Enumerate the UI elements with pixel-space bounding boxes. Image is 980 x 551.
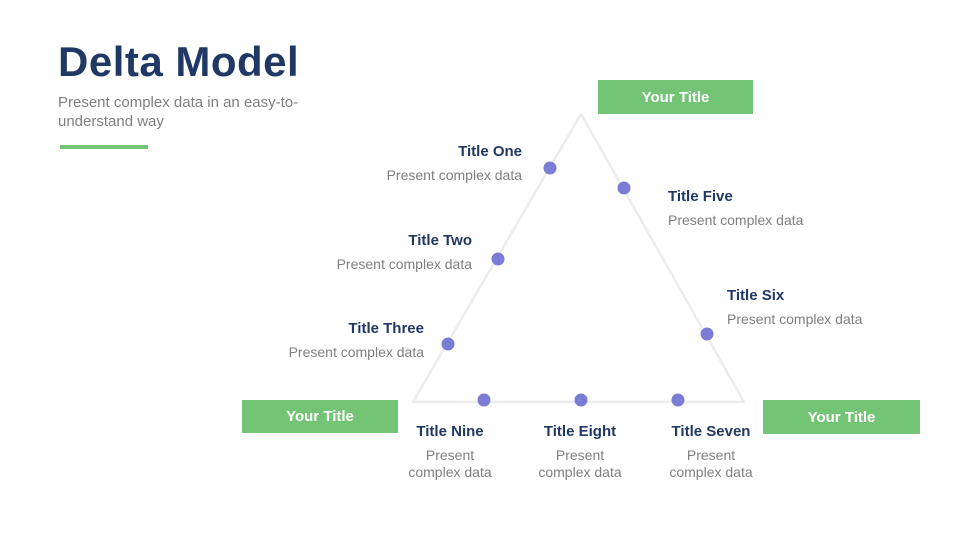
item-title-six-label: Title Six: [727, 287, 785, 304]
your-title-box-bottom-left[interactable]: Your Title: [242, 400, 398, 433]
item-title-six-desc: Present complex data: [727, 311, 863, 327]
page-title: Delta Model: [58, 38, 300, 85]
item-title-seven: Title Seven Present complex data: [649, 423, 773, 480]
dot-title-two: [491, 252, 505, 266]
your-title-box-top-label: Your Title: [641, 88, 710, 106]
dot-title-six: [700, 327, 714, 341]
header: Delta Model Present complex data in an e…: [58, 38, 358, 149]
item-title-eight-label: Title Eight: [543, 423, 617, 440]
item-title-two-desc: Present complex data: [336, 256, 472, 272]
page-subtitle: Present complex data in an easy-to-under…: [58, 94, 299, 131]
dot-title-five: [617, 181, 631, 195]
your-title-box-top[interactable]: Your Title: [598, 80, 753, 114]
dot-title-three: [441, 337, 455, 351]
item-title-nine: Title Nine Present complex data: [388, 423, 512, 480]
item-title-one: Title One Present complex data: [387, 143, 522, 184]
dot-title-nine: [477, 393, 491, 407]
item-title-one-label: Title One: [458, 143, 522, 160]
your-title-box-bottom-left-label: Your Title: [286, 408, 354, 425]
item-title-eight-desc: Present complex data: [538, 447, 622, 480]
accent-underline: [60, 144, 148, 149]
item-title-eight: Title Eight Present complex data: [518, 423, 642, 480]
dot-title-eight: [574, 393, 588, 407]
dot-title-one: [543, 161, 557, 175]
dot-title-seven: [671, 393, 685, 407]
item-title-two-label: Title Two: [408, 232, 472, 249]
item-title-nine-label: Title Nine: [416, 423, 484, 440]
item-title-five-desc: Present complex data: [668, 212, 804, 228]
item-title-seven-desc: Present complex data: [669, 447, 753, 480]
your-title-box-bottom-right[interactable]: Your Title: [763, 400, 920, 434]
item-title-two: Title Two Present complex data: [337, 232, 472, 273]
item-title-five: Title Five Present complex data: [668, 188, 803, 229]
item-title-five-label: Title Five: [668, 188, 733, 205]
item-title-six: Title Six Present complex data: [727, 287, 862, 328]
item-title-seven-label: Title Seven: [671, 423, 751, 440]
item-title-three-label: Title Three: [348, 320, 424, 337]
item-title-three: Title Three Present complex data: [289, 320, 424, 361]
item-title-three-desc: Present complex data: [288, 344, 424, 360]
your-title-box-bottom-right-label: Your Title: [807, 408, 876, 426]
item-title-nine-desc: Present complex data: [408, 447, 492, 480]
item-title-one-desc: Present complex data: [386, 167, 522, 183]
